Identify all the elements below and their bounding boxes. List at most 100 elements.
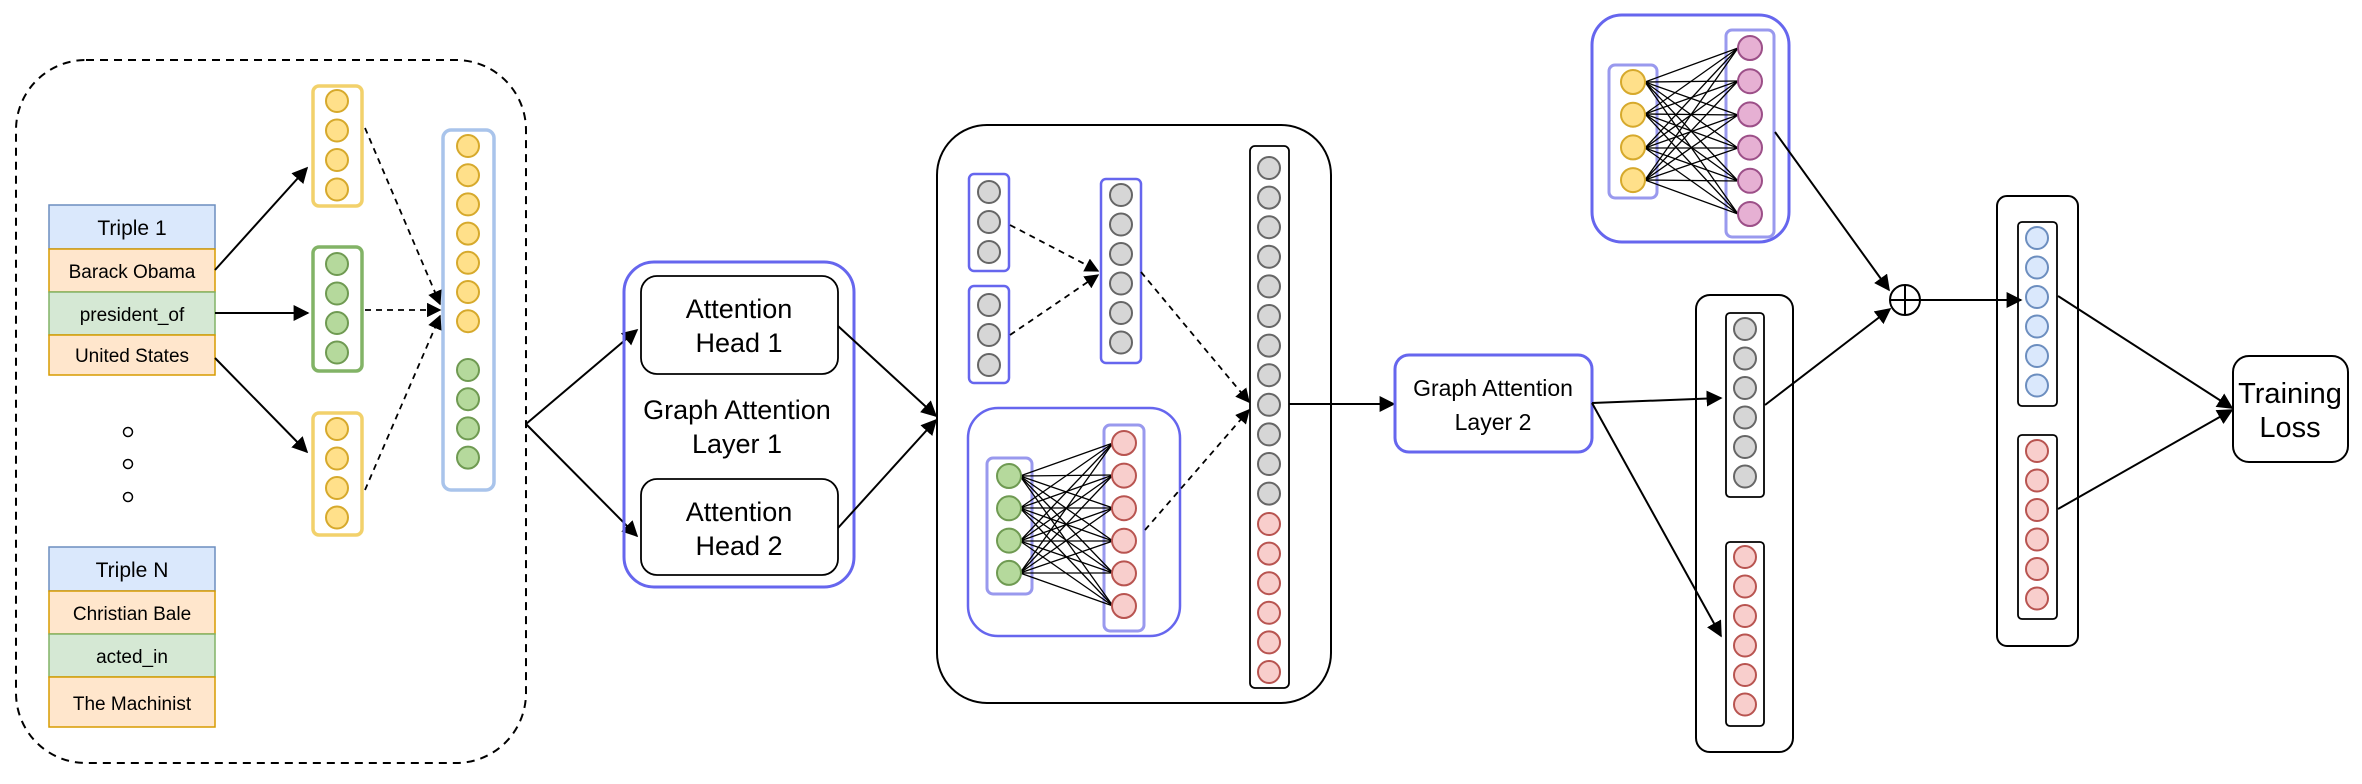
green-node [325,252,349,276]
dashed-small-2-to-medium [1009,274,1100,336]
projection-link [1644,179,1739,215]
relation-output-group [1102,423,1146,633]
red-node [2025,586,2049,611]
gray-node [1257,333,1281,358]
final-relation-group [2017,434,2058,620]
projection-link [1644,47,1739,115]
blue-node [2025,344,2049,368]
graph-attention-layer-2 [1393,353,1594,454]
blue-node [2025,226,2049,250]
gray-nodes-small-1 [977,180,1001,264]
gray-node [1257,422,1281,447]
green-node [456,445,480,470]
red-node [1733,692,1757,717]
red-node [1733,604,1757,628]
layer-1-concat-group [1249,145,1290,689]
layer-2-red-nodes [1733,545,1757,717]
gray-node [1257,363,1281,388]
concat-entity-nodes [456,134,480,334]
green-node [456,387,480,412]
projection-link [1644,47,1739,149]
projection-link [1019,442,1114,477]
attention-head-1-line1: Attention [686,294,793,324]
gray-nodes-small-2 [977,293,1001,377]
red-node [2025,439,2049,463]
blue-node [2025,285,2049,309]
yellow-node [325,148,349,172]
projection-link [1019,442,1114,542]
triple-n-header: Triple N [96,559,169,582]
triple-n-relation: acted_in [96,647,168,668]
gray-node [1733,464,1757,489]
projection-link [1644,47,1739,181]
gray-node [1733,435,1757,459]
attention-head-2-line2: Head 2 [695,531,782,561]
arrow-layer-2-to-red [1591,402,1722,638]
entity-projection-links [1644,47,1739,215]
graph-attention-layer-2-line2: Layer 2 [1455,409,1532,435]
blue-node [2025,255,2049,280]
gray-group-small-1 [967,172,1011,273]
yellow-node [1620,167,1646,194]
triple-1-header: Triple 1 [97,217,166,240]
relation-projection-panel [966,406,1182,638]
red-node [2025,527,2049,552]
gray-nodes-medium [1109,183,1133,355]
tail-embedding-group [311,411,364,537]
relation-output-nodes [1111,430,1137,619]
projection-link [1019,507,1114,574]
red-node [1257,660,1281,684]
purple-node [1737,201,1763,227]
gray-node [1257,215,1281,240]
gray-node [1257,274,1281,299]
gray-node [1257,452,1281,476]
relation-embedding-group [311,245,364,373]
projection-link [1019,540,1114,574]
yellow-node [456,192,480,217]
red-node [1257,630,1281,655]
red-node [2025,468,2049,493]
training-loss-line2: Loss [2259,412,2320,444]
gray-group-small-2 [967,284,1011,385]
gray-node [1257,156,1281,180]
blue-node [2025,314,2049,339]
arrow-head-1-to-output [837,325,938,418]
layer-1-output-panel [936,124,1332,704]
head-embedding-nodes [325,89,349,202]
green-node [325,340,349,365]
projection-link [1019,474,1114,574]
gray-node [1257,244,1281,269]
green-node [325,281,349,306]
green-node [456,358,480,382]
projection-link [1644,80,1739,181]
red-node [1733,545,1757,569]
projection-link [1644,147,1739,181]
yellow-node [456,134,480,158]
tail-embedding-nodes [325,417,349,530]
gray-node [1109,330,1133,355]
arrow-head-2-to-output [837,418,938,529]
layer-2-gray-nodes [1733,317,1757,489]
yellow-node [325,417,349,441]
entity-output-group [1724,28,1776,239]
triple-n-relation-cell [48,633,216,678]
concat-relation-nodes [456,358,480,470]
arrow-input-to-head-1 [525,328,639,425]
projection-link [1644,47,1739,83]
arrow-layer-2-to-sum [1764,308,1892,406]
triple-n-head-cell [48,590,216,635]
yellow-node [325,505,349,530]
purple-node [1737,68,1763,95]
gray-node [977,353,1001,377]
gray-node [1733,346,1757,371]
yellow-node [1620,101,1646,128]
yellow-node [456,221,480,246]
yellow-node [456,163,480,188]
arrow-head-to-embedding [214,166,309,271]
gray-node [977,323,1001,347]
green-node [456,416,480,441]
gray-node [1257,481,1281,506]
gray-node [1109,271,1133,296]
attention-head-1-line2: Head 1 [695,328,782,358]
triple-n-tail: The Machinist [73,694,192,715]
